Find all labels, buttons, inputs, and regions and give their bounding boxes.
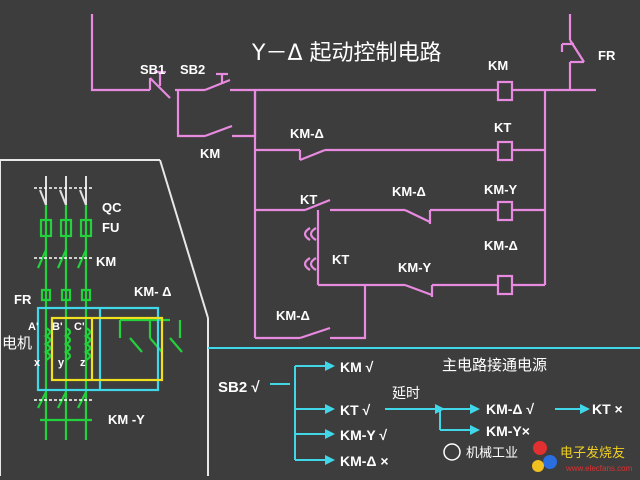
watermark-brand: 电子发烧友: [560, 445, 625, 461]
seq-start: SB2 √: [218, 379, 260, 396]
label-km-delta-main: KM- Δ: [134, 284, 172, 299]
main-circuit: [34, 176, 183, 440]
logo-dot-yellow: [532, 460, 544, 472]
seq-km-y-off: KM-Y×: [486, 423, 530, 439]
label-km-delta-contact-3: KM-Δ: [276, 308, 310, 323]
seq-km-delta-on: KM-Δ √: [486, 401, 534, 417]
label-fr-top: FR: [598, 48, 616, 63]
label-km-y-contact: KM-Y: [398, 260, 432, 275]
label-terminal-x: x: [34, 357, 41, 369]
diagram-title: Y－Δ 起动控制电路: [251, 41, 441, 66]
watermark-text: 机械工业: [466, 446, 518, 461]
label-terminal-b: B': [52, 321, 63, 333]
sequence-lines: [208, 347, 640, 461]
seq-km-delta-off: KM-Δ ×: [340, 453, 389, 469]
label-terminal-y: y: [58, 357, 65, 369]
label-km-delta-coil: KM-Δ: [484, 238, 518, 253]
label-kt-contact-1: KT: [300, 192, 317, 207]
sequence-arrowheads: [325, 361, 590, 465]
label-terminal-c: C': [74, 321, 85, 333]
label-fu: FU: [102, 220, 119, 235]
wechat-icon: [443, 443, 461, 461]
label-km-seal: KM: [200, 146, 220, 161]
callout-lines: [0, 159, 209, 476]
seq-kt-off: KT ×: [592, 401, 623, 417]
seq-power-note: 主电路接通电源: [442, 356, 547, 374]
label-terminal-a: A': [28, 321, 39, 333]
logo-dot-red: [533, 441, 547, 455]
seq-km-y-on: KM-Y √: [340, 427, 387, 443]
seq-kt-on: KT √: [340, 402, 371, 418]
label-qc: QC: [102, 200, 122, 215]
logo-dot-blue: [543, 455, 557, 469]
label-kt-coil: KT: [494, 120, 511, 135]
label-km-y-coil: KM-Y: [484, 182, 518, 197]
label-km-coil: KM: [488, 58, 508, 73]
label-kt-contact-2: KT: [332, 252, 349, 267]
label-km-y-main: KM -Y: [108, 412, 145, 427]
label-fr-main: FR: [14, 292, 32, 307]
label-sb2: SB2: [180, 62, 205, 77]
seq-delay: 延时: [392, 386, 420, 402]
seq-km-on: KM √: [340, 359, 374, 375]
label-km-delta-contact-2: KM-Δ: [392, 184, 426, 199]
label-km-delta-contact: KM-Δ: [290, 126, 324, 141]
control-circuit: [90, 14, 596, 340]
watermark-url: www.elecfans.com: [565, 464, 633, 473]
label-sb1: SB1: [140, 62, 165, 77]
label-km-main: KM: [96, 254, 116, 269]
watermark: 机械工业 电子发烧友 www.elecfans.com: [443, 441, 633, 473]
label-terminal-z: z: [80, 357, 86, 369]
label-motor: 电机: [2, 334, 32, 352]
